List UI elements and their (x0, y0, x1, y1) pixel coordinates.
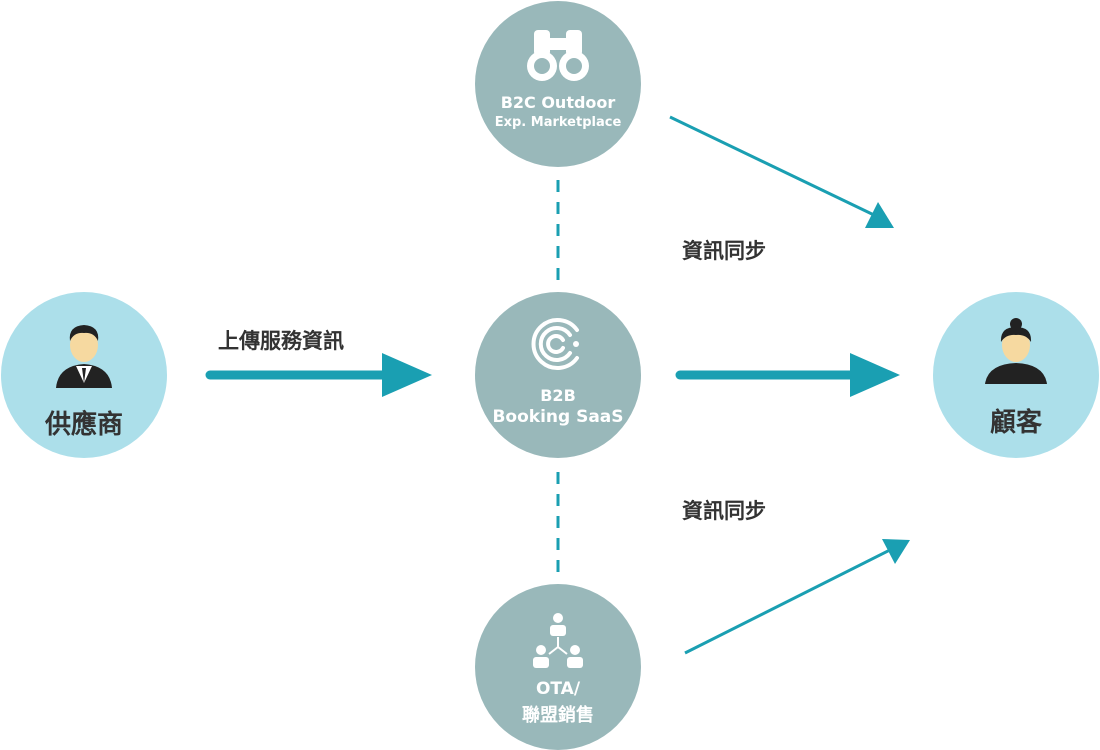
sync-top-label: 資訊同步 (682, 239, 766, 263)
arrow-sync-bottom (684, 539, 910, 655)
ota-label-line1: OTA/ (535, 679, 581, 699)
woman-icon (985, 318, 1047, 384)
arrow-to-customer (675, 353, 900, 397)
sync-bottom-label: 資訊同步 (682, 499, 766, 523)
ota-node (475, 584, 641, 750)
arrow-upload (205, 353, 432, 397)
b2b-label-line1: B2B (540, 386, 576, 405)
ota-label-line2: 聯盟銷售 (522, 705, 594, 726)
upload-label: 上傳服務資訊 (218, 329, 344, 353)
supplier-label: 供應商 (44, 410, 123, 440)
b2b-node (475, 292, 641, 458)
binoculars-icon (527, 30, 589, 81)
network-people-icon (533, 613, 583, 668)
businessman-icon (56, 325, 112, 388)
logo-c-icon (531, 318, 579, 370)
b2b-label-line2: Booking SaaS (492, 407, 624, 427)
b2c-label-line2: Exp. Marketplace (494, 115, 622, 130)
b2c-node (475, 1, 641, 167)
b2c-label-line1: B2C Outdoor (500, 93, 616, 112)
arrow-sync-top (669, 115, 894, 228)
customer-label: 顧客 (989, 408, 1042, 438)
